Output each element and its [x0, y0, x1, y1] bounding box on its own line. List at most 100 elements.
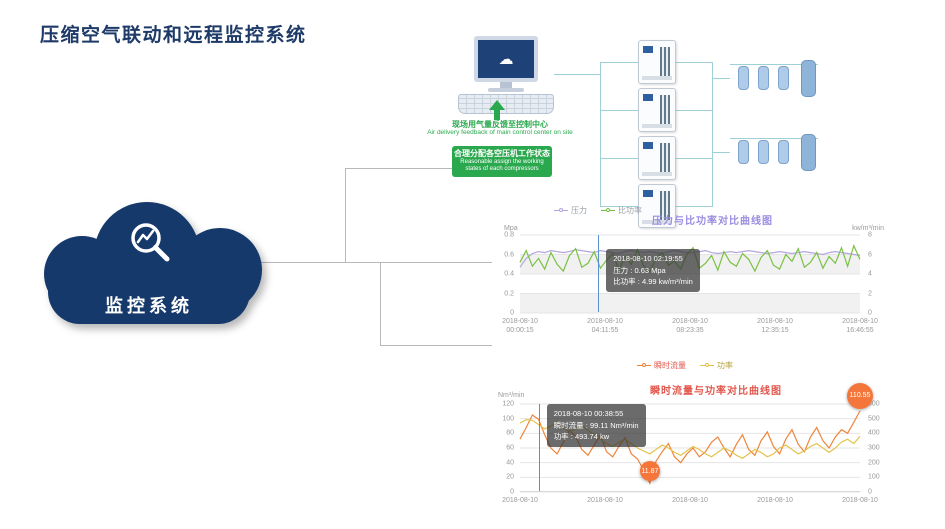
compressor-unit [638, 88, 676, 132]
compressor-screen [643, 94, 653, 101]
pipe-line [601, 62, 638, 63]
y-tick-label: 0.8 [504, 231, 514, 239]
assign-note-en: Reasonable assign the working states of … [460, 158, 544, 172]
pipe-line [712, 62, 713, 207]
monitor-base [488, 88, 524, 92]
left-axis-ticks: 0 0.2 0.4 0.6 0.8 [492, 231, 518, 317]
right-axis-label: kw/m³/min [852, 225, 884, 232]
y-tick-label: 0.2 [504, 290, 514, 297]
y-tick-label: 200 [868, 459, 880, 467]
y-tick-label: 0 [510, 309, 514, 317]
filter-cylinder [738, 66, 749, 90]
y-tick-label: 0.6 [504, 251, 514, 258]
connector-line [380, 345, 492, 346]
y-tick-label: 6 [868, 251, 872, 258]
pipe-line [676, 206, 712, 207]
mark-point-110.55: 110.55 [847, 382, 873, 409]
air-treatment-cluster [730, 56, 818, 100]
x-tick-label: 2018-08-10 [502, 497, 538, 504]
feedback-note-en: Air delivery feedback of main control ce… [427, 129, 573, 137]
compressor-base [642, 76, 672, 80]
y-tick-label: 100 [502, 415, 514, 423]
monitoring-cloud[interactable]: 监控系统 [38, 198, 262, 334]
chart-title: 瞬时流量与功率对比曲线图 [650, 386, 782, 397]
pipe-line [730, 64, 818, 65]
legend-label: 压力 [571, 206, 587, 215]
legend-item-瞬时流量[interactable]: 瞬时流量 [637, 360, 686, 371]
compressor-grill [660, 47, 670, 77]
y-tick-label: 0.4 [504, 270, 514, 278]
x-tick-label: 2018-08-10 [757, 497, 793, 504]
cloud-shape [48, 260, 250, 324]
compressor-grill [660, 191, 670, 221]
pipe-line [676, 158, 712, 159]
chart-legend: 压力 比功率 [554, 205, 642, 216]
compressor-base [642, 172, 672, 176]
connector-line [380, 262, 381, 346]
legend-label: 比功率 [618, 206, 642, 215]
air-tank [801, 134, 816, 171]
pipe-line [601, 110, 638, 111]
compressor-base [642, 124, 672, 128]
chart-title: 压力与比功率对比曲线图 [652, 216, 773, 227]
up-arrow-icon [489, 100, 505, 120]
left-axis-label: Mpa [504, 225, 518, 232]
legend-marker-icon [637, 362, 651, 367]
compressor-screen [643, 142, 653, 149]
keyboard-icon [458, 94, 554, 114]
x-tick-label: 2018-08-10 [587, 497, 623, 504]
y-tick-label: 400 [868, 429, 880, 437]
pipe-line [601, 206, 638, 207]
legend-item-功率[interactable]: 功率 [700, 360, 733, 371]
y-tick-label: 80 [506, 429, 514, 437]
pipe-line [730, 138, 818, 139]
y-tick-label: 600 [868, 400, 880, 408]
split-area [520, 293, 860, 313]
filter-cylinder [758, 140, 769, 164]
page-title: 压缩空气联动和远程监控系统 [40, 25, 307, 46]
x-tick-label: 2018-08-10 [842, 497, 878, 504]
compressor-unit [638, 136, 676, 180]
crosshair-line [598, 235, 600, 312]
y-tick-label: 120 [502, 400, 514, 408]
assign-note-cn: 合理分配各空压机工作状态 [454, 149, 550, 158]
y-tick-label: 300 [868, 444, 880, 452]
y-tick-label: 60 [506, 444, 514, 452]
connector-line [345, 168, 346, 263]
crosshair-line [538, 404, 540, 491]
pipe-line [713, 152, 730, 153]
legend-marker-icon [601, 207, 615, 212]
pipe-line [600, 62, 601, 207]
monitor-stand [500, 82, 512, 88]
compressor-screen [643, 46, 653, 53]
legend-marker-icon [554, 207, 568, 212]
legend-item-压力[interactable]: 压力 [554, 205, 587, 216]
air-tank [801, 60, 816, 97]
connector-line [345, 168, 460, 169]
legend-item-比功率[interactable]: 比功率 [601, 205, 642, 216]
feedback-note-cn: 现场用气量反馈至控制中心 [452, 120, 548, 129]
pipe-line [554, 74, 600, 75]
y-tick-label: 8 [868, 231, 872, 239]
legend-label: 瞬时流量 [654, 361, 686, 370]
y-tick-label: 2 [868, 290, 872, 297]
y-tick-label: 500 [868, 415, 880, 423]
y-tick-label: 20 [506, 473, 514, 481]
cloud-label: 监控系统 [105, 296, 193, 316]
feedback-note: 现场用气量反馈至控制中心 Air delivery feedback of ma… [416, 120, 584, 137]
y-tick-label: 40 [506, 459, 514, 467]
control-center-computer: ☁ [458, 36, 554, 116]
compressor-grill [660, 95, 670, 125]
pipe-line [676, 110, 712, 111]
filter-cylinder [778, 140, 789, 164]
filter-cylinder [778, 66, 789, 90]
